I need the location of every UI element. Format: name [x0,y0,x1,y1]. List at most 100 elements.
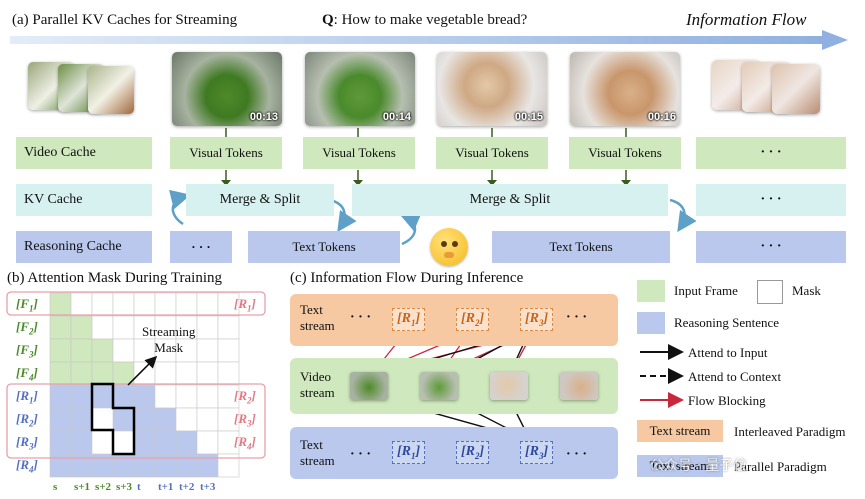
mask-cell [70,430,93,455]
bottom-r-tag: [R1] [392,441,426,464]
f1-row-frame [6,291,266,316]
text-stream-top-band [290,294,618,346]
mask-col-label: t [137,481,141,493]
mask-cell [133,292,156,317]
video-stream-frame-2 [420,372,458,400]
mask-row-label: [F1] [16,296,38,314]
bottom-r-tag: [R3] [520,441,554,464]
mask-row-label: [R4] [16,457,38,475]
mask-cell [49,338,72,363]
reasoning-cache-ellipsis: · · · [696,231,846,263]
mask-cell [91,315,114,340]
streaming-mask-outline [90,382,136,456]
video-cache-ellipsis: · · · [696,137,846,169]
mask-row-label: [R2] [16,411,38,429]
mask-cell [217,315,240,340]
information-flow-label: Information Flow [686,10,807,29]
frame-thumb-stack-2c [772,64,820,114]
mask-cell [196,315,219,340]
video-frame-2: 00:14 [305,52,415,126]
mask-cell [49,315,72,340]
panel-a-title: (a) Parallel KV Caches for Streaming [12,12,238,28]
mask-cell [154,292,177,317]
mask-cell [70,361,93,386]
text-tokens-2: Text Tokens [492,231,670,263]
top-r-tag: [R3] [520,308,554,331]
mask-cell [70,384,93,409]
mask-col-label: s+2 [95,481,112,493]
mask-cell [91,361,114,386]
legend-attend-context: Attend to Context [688,369,782,384]
top-r-tag: [R2] [456,308,490,331]
video-stream-frame-1 [350,372,388,400]
mask-cell [91,292,114,317]
frame-thumb-stack-1c [88,66,134,114]
mask-cell [175,384,198,409]
streaming-mask-pointer [127,355,158,386]
visual-tokens-1: Visual Tokens [170,137,282,169]
mask-cell [196,384,219,409]
mask-cell [49,361,72,386]
watermark: 公众号 · 量子位 [650,458,748,474]
legend-input-frame-swatch [637,280,665,302]
video-stream-frame-4 [560,372,598,400]
attention-mask-grid [49,292,240,478]
mask-cell [133,384,156,409]
panel-b-title: (b) Attention Mask During Training [7,270,223,286]
video-stream-label: Video stream [300,369,335,400]
reasoning-cache-label: Reasoning Cache [16,231,152,263]
bottom-r-tag: [R2] [456,441,490,464]
merge-split-1: Merge & Split [186,184,334,216]
mask-cell [70,338,93,363]
mask-cell [91,338,114,363]
mask-cell [112,315,135,340]
legend-arrows [640,344,684,408]
mask-col-label: t+1 [158,481,174,493]
streaming-mask-label: Streaming Mask [142,324,196,355]
mask-cell [154,430,177,455]
legend-mask: Mask [792,283,821,298]
mask-row-label: [R3] [16,434,38,452]
top-ellipsis-right: · · · [566,310,588,325]
top-ellipsis-left: · · · [350,310,372,325]
panel-c-title: (c) Information Flow During Inference [290,270,524,286]
reasoning-ellipsis-1: · · · [170,231,232,263]
mask-cell [70,315,93,340]
visual-tokens-3: Visual Tokens [436,137,548,169]
legend-interleaved: Interleaved Paradigm [734,424,846,439]
mask-cell [49,430,72,455]
mask-col-label: s+3 [116,481,133,493]
merge-split-2: Merge & Split [352,184,668,216]
legend-reasoning-sentence: Reasoning Sentence [674,315,780,330]
token-to-merge-arrows [221,170,631,186]
mask-col-label: t+3 [200,481,216,493]
mask-cell [49,407,72,432]
video-frame-4: 00:16 [570,52,680,126]
mask-cell [154,384,177,409]
text-tokens-1: Text Tokens [248,231,400,263]
mask-cell [49,292,72,317]
r-rows-frame [6,383,266,459]
mask-cell [133,430,156,455]
streaming-mask-cell [91,430,114,455]
legend-flow-blocking: Flow Blocking [688,393,766,408]
mask-col-label: s+1 [74,481,91,493]
mask-col-label: s [53,481,58,493]
mask-right-label: [R3] [234,411,256,429]
mask-cell [175,407,198,432]
video-cache-label: Video Cache [16,137,152,169]
frame-to-token-arrows [225,128,627,140]
mask-cell [175,361,198,386]
mask-right-label: [R4] [234,434,256,452]
mask-right-label: [R1] [234,296,256,314]
mask-cell [175,292,198,317]
mask-cell [70,292,93,317]
video-frame-3: 00:15 [437,52,547,126]
mask-cell [175,430,198,455]
video-stream-frame-3 [490,372,528,400]
mask-cell [196,407,219,432]
mask-cell [196,292,219,317]
mask-cell [112,292,135,317]
visual-tokens-2: Visual Tokens [303,137,415,169]
legend-attend-input: Attend to Input [688,345,768,360]
